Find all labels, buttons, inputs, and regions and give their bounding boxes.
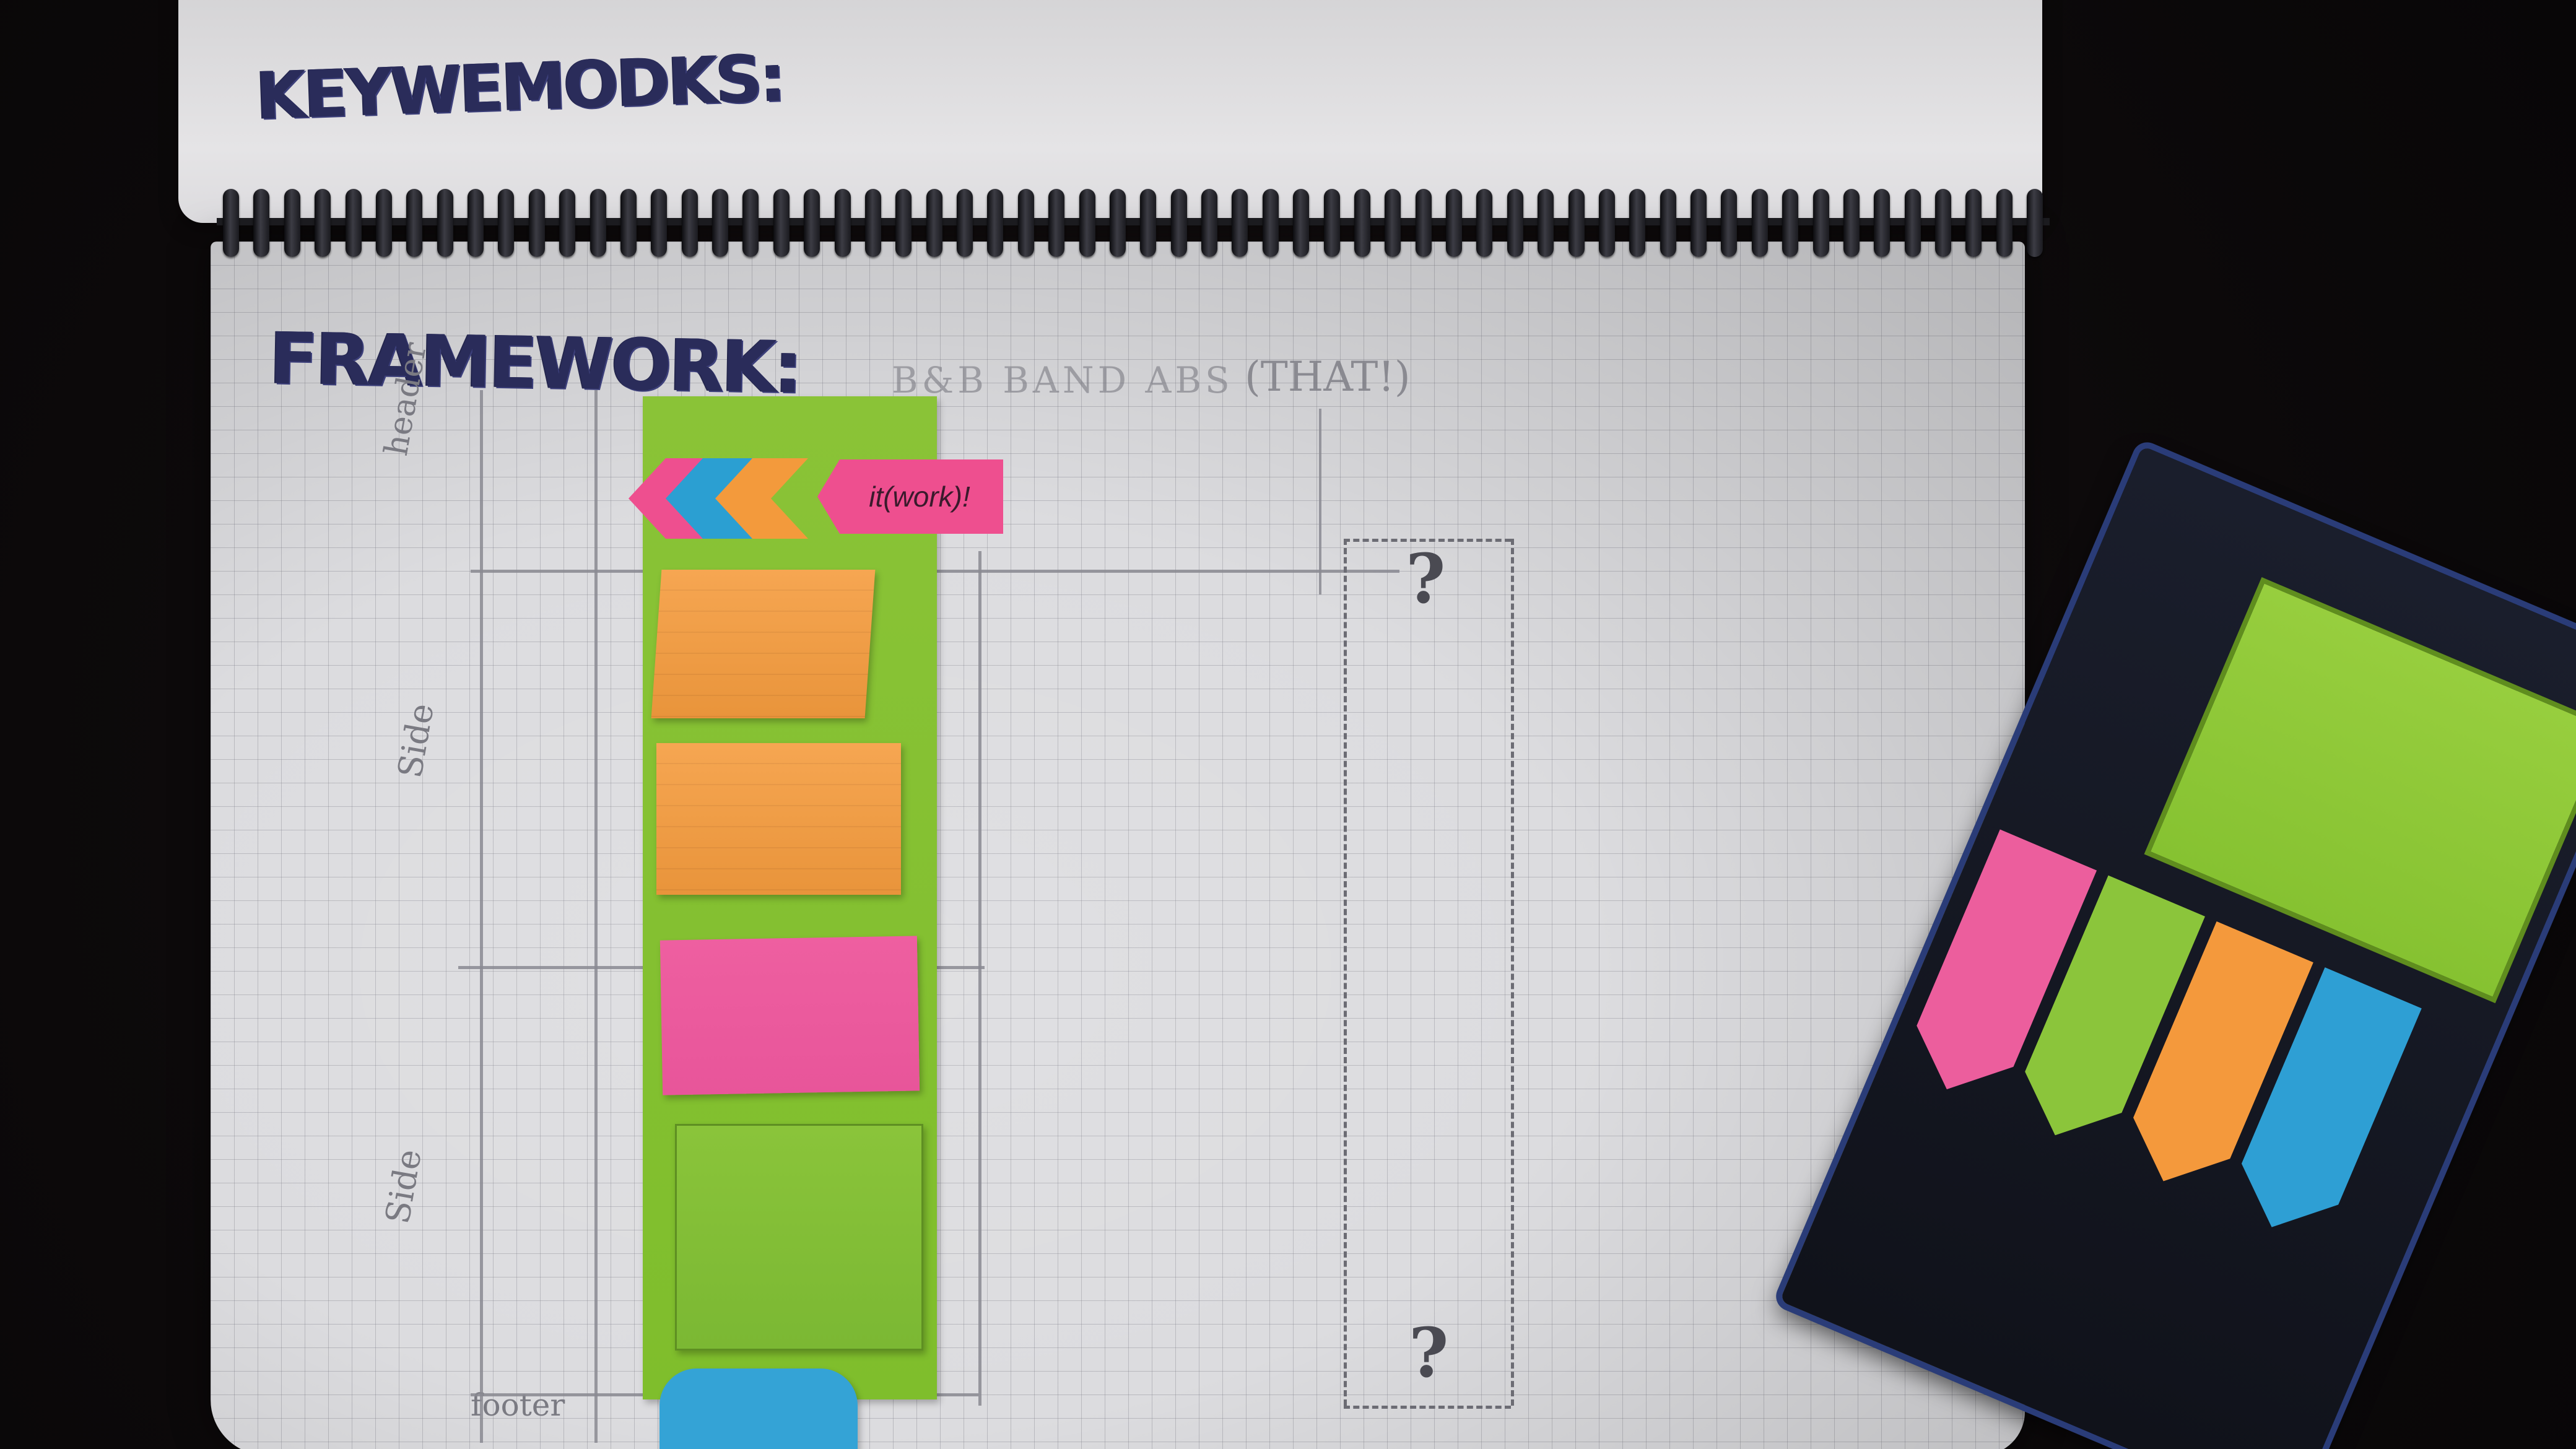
spiral-coil [926, 189, 942, 257]
spiral-coil [1751, 189, 1768, 257]
dashed-column-left [1344, 539, 1347, 1406]
page-shading [211, 242, 2025, 1449]
spiral-coil [834, 189, 851, 257]
spiral-coil [1293, 189, 1310, 257]
spiral-coil [1385, 189, 1401, 257]
spiral-coil [1354, 189, 1370, 257]
question-mark-top: ? [1406, 539, 1446, 619]
spiral-coil [375, 189, 392, 257]
notebook-top-page: KEYWEMODKS: [178, 0, 2042, 223]
pink-sticky-note [659, 936, 920, 1095]
spiral-coil [1476, 189, 1493, 257]
spiral-coil [1629, 189, 1646, 257]
spiral-coil [1996, 189, 2012, 257]
spiral-coil [1904, 189, 1921, 257]
spiral-coil [742, 189, 759, 257]
blue-sticky-tab [659, 1368, 858, 1449]
spiral-coil [895, 189, 912, 257]
spiral-coil [1782, 189, 1799, 257]
spiral-coil [1079, 189, 1095, 257]
pencil-note-bands: B&B BAND ABS [892, 359, 1234, 401]
spiral-coil [987, 189, 1004, 257]
sketch-vertical-far [1319, 409, 1321, 594]
spiral-coil [498, 189, 515, 257]
spiral-coil [345, 189, 362, 257]
spiral-coil [1446, 189, 1462, 257]
spiral-binding [217, 180, 2050, 266]
spiral-coil [1812, 189, 1829, 257]
spiral-coil [1140, 189, 1157, 257]
spiral-coil [1843, 189, 1860, 257]
spiral-coil [712, 189, 728, 257]
spiral-coil [773, 189, 790, 257]
notebook-grid-page: FRAMEWORK: B&B BAND ABS (THAT!) header S… [211, 242, 2025, 1449]
spiral-coil [651, 189, 668, 257]
pink-flag-label: it(work)! [817, 459, 1003, 534]
spiral-coil [1415, 189, 1432, 257]
green-sticky-note [675, 1124, 923, 1351]
spiral-coil [1874, 189, 1891, 257]
side-label-footer: footer [471, 1387, 565, 1423]
spiral-coil [1262, 189, 1279, 257]
spiral-coil [1660, 189, 1676, 257]
spiral-coil [253, 189, 270, 257]
spiral-coil [1507, 189, 1523, 257]
dashed-column-top [1344, 539, 1511, 542]
sketch-vertical-left [480, 390, 483, 1443]
spiral-coil [223, 189, 239, 257]
spiral-coil [528, 189, 545, 257]
spiral-coil [1017, 189, 1034, 257]
orange-sticky-note-1 [651, 570, 876, 718]
spiral-coil [406, 189, 423, 257]
spiral-coil [315, 189, 331, 257]
spiral-coil [1935, 189, 1951, 257]
spiral-coil [864, 189, 881, 257]
spiral-coil [1201, 189, 1217, 257]
spiral-coil [1109, 189, 1126, 257]
spiral-coil [1170, 189, 1187, 257]
spiral-coil [1568, 189, 1585, 257]
spiral-coil [1048, 189, 1065, 257]
spiral-coil [1598, 189, 1615, 257]
spiral-coil [2027, 189, 2043, 257]
spiral-coil [1538, 189, 1554, 257]
sketch-vertical-right [978, 551, 981, 1406]
spiral-coil [559, 189, 576, 257]
spiral-coil [437, 189, 453, 257]
spiral-coil [620, 189, 637, 257]
spiral-coil [468, 189, 484, 257]
spiral-coil [590, 189, 606, 257]
spiral-coil [1965, 189, 1982, 257]
pencil-note-that: (THAT!) [1245, 353, 1411, 401]
sketch-vertical-center [594, 390, 598, 1443]
spiral-coil [804, 189, 820, 257]
dashed-column-bottom [1344, 1406, 1511, 1409]
dashed-column-right [1511, 539, 1514, 1406]
spiral-coil [1323, 189, 1340, 257]
orange-sticky-note-2 [656, 743, 901, 895]
spiral-coil [957, 189, 973, 257]
top-page-heading: KEYWEMODKS: [255, 40, 785, 134]
spiral-coil [1232, 189, 1248, 257]
spiral-notebook: KEYWEMODKS: FRAMEWORK: B&B BAND ABS (THA… [167, 0, 2062, 1449]
spiral-coil [681, 189, 698, 257]
spiral-coil [284, 189, 300, 257]
spiral-coil [1690, 189, 1707, 257]
spiral-coil [1721, 189, 1738, 257]
arrow-flag-strip: it(work)! [629, 458, 1003, 545]
question-mark-bottom: ? [1409, 1313, 1449, 1393]
